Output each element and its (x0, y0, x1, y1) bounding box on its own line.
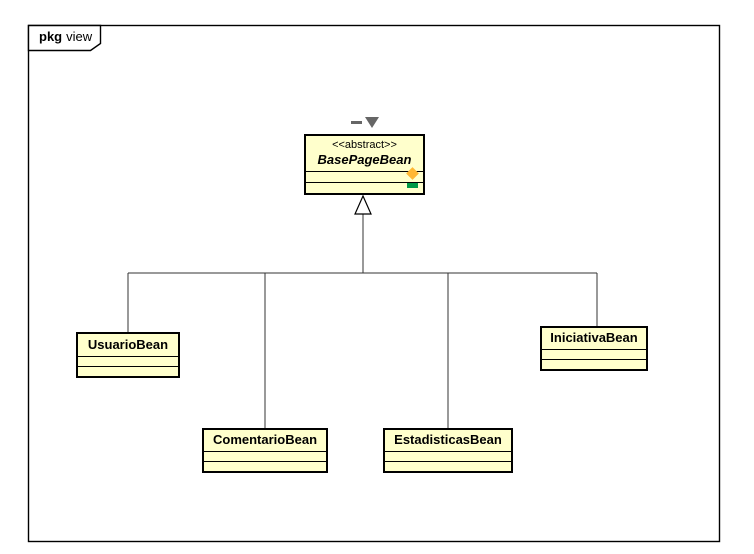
class-basepagebean[interactable]: <<abstract>> BasePageBean (304, 134, 425, 195)
class-name-compartment: <<abstract>> BasePageBean (306, 136, 423, 171)
stereotype-label: <<abstract>> (332, 138, 397, 151)
class-name-label: IniciativaBean (550, 330, 638, 346)
package-keyword: pkg (39, 29, 63, 44)
class-estadisticasbean[interactable]: EstadisticasBean (383, 428, 513, 473)
class-name-label: ComentarioBean (212, 432, 318, 448)
operations-compartment (78, 366, 178, 376)
collapse-down-triangle-icon[interactable] (365, 117, 379, 128)
class-name-label: UsuarioBean (87, 336, 169, 352)
attributes-compartment (306, 171, 423, 182)
operation-toggle-bar-icon[interactable] (407, 183, 418, 188)
operations-compartment (306, 182, 423, 193)
class-name-compartment: EstadisticasBean (385, 430, 511, 451)
handle-dash-icon[interactable] (351, 121, 362, 124)
attributes-compartment (542, 349, 646, 359)
attributes-compartment (204, 451, 326, 461)
attributes-compartment (78, 356, 178, 366)
class-name-compartment: ComentarioBean (204, 430, 326, 451)
class-name-compartment: UsuarioBean (78, 334, 178, 356)
attributes-compartment (385, 451, 511, 461)
class-name-compartment: IniciativaBean (542, 328, 646, 349)
operations-compartment (385, 461, 511, 471)
class-comentariobean[interactable]: ComentarioBean (202, 428, 328, 473)
class-iniciativabean[interactable]: IniciativaBean (540, 326, 648, 371)
operations-compartment (204, 461, 326, 471)
class-usuariobean[interactable]: UsuarioBean (76, 332, 180, 378)
class-name-label: BasePageBean (317, 152, 412, 168)
operations-compartment (542, 359, 646, 369)
class-name-label: EstadisticasBean (394, 432, 502, 448)
package-name: view (66, 29, 93, 44)
diagram-frame (27, 24, 721, 543)
package-tab (27, 24, 102, 52)
generalization-arrowhead[interactable] (354, 194, 372, 215)
